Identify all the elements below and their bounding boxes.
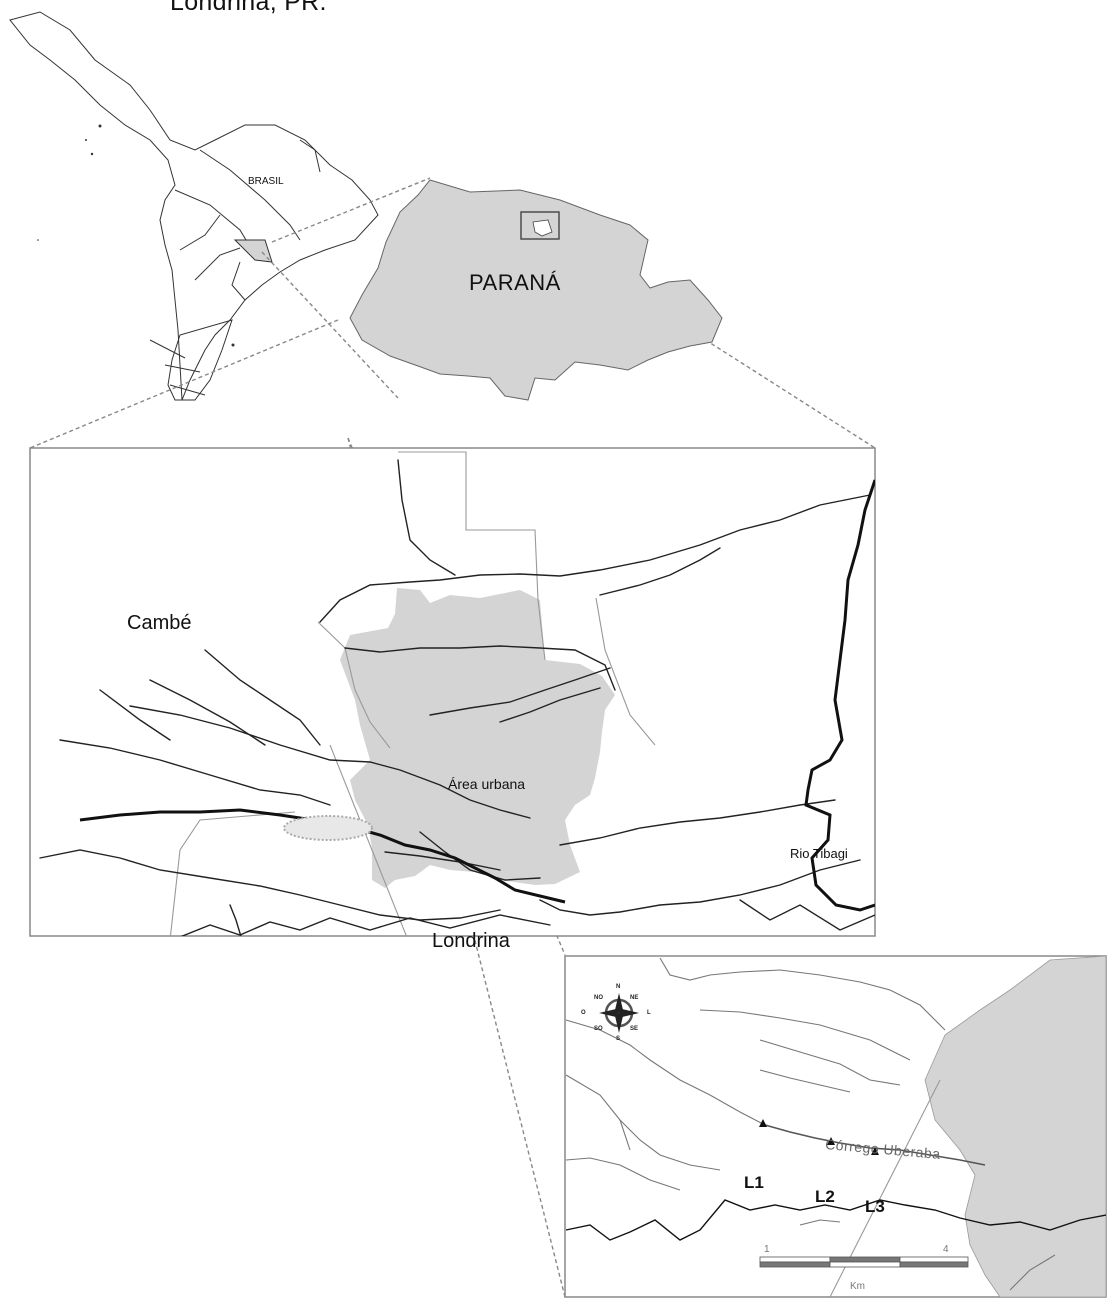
- site-markers: [759, 1119, 879, 1155]
- figure-caption: Londrina, PR.: [170, 0, 327, 16]
- parana-inset-box: [520, 211, 560, 240]
- compass-rose: [599, 993, 639, 1033]
- site-label-l1: L1: [744, 1173, 764, 1192]
- londrina-mini: [532, 219, 553, 237]
- scale-unit: Km: [850, 1281, 865, 1292]
- scale-tick-1: 1: [764, 1244, 770, 1255]
- site-label-l2: L2: [815, 1187, 835, 1206]
- compass-no: NO: [594, 995, 603, 1001]
- label-cambe: Cambé: [127, 612, 192, 634]
- label-rio-tibagi: Rio Tibagi: [790, 846, 848, 861]
- detail-rivers: [565, 957, 1056, 1291]
- urban-area-detail: [924, 956, 1106, 1297]
- south-america-map: [9, 11, 379, 401]
- label-parana: PARANÁ: [469, 270, 561, 295]
- compass-n: N: [616, 984, 621, 990]
- rivers: [39, 459, 875, 936]
- scale-bar: [759, 1256, 969, 1268]
- corrego-uberaba-detail: [764, 1124, 986, 1166]
- southern-boundary: [565, 1199, 1106, 1241]
- scale-tick-4: 4: [943, 1244, 949, 1255]
- site-label-l3: L3: [865, 1197, 885, 1216]
- compass-so: SO: [594, 1026, 603, 1032]
- compass-s: S: [616, 1036, 621, 1042]
- compass-ne: NE: [630, 995, 639, 1001]
- compass-l: L: [647, 1010, 651, 1016]
- parana-state: [349, 179, 723, 401]
- municipal-borders: [169, 451, 656, 936]
- urban-area: [340, 588, 615, 888]
- compass-o: O: [581, 1010, 586, 1016]
- compass-se: SE: [630, 1026, 639, 1032]
- label-londrina: Londrina: [432, 930, 510, 952]
- rio-tibagi-river: [804, 479, 875, 912]
- study-area-ellipse: [283, 815, 373, 841]
- island-marks: [37, 124, 235, 347]
- label-area-urbana: Área urbana: [448, 776, 526, 792]
- label-brasil: BRASIL: [248, 176, 284, 187]
